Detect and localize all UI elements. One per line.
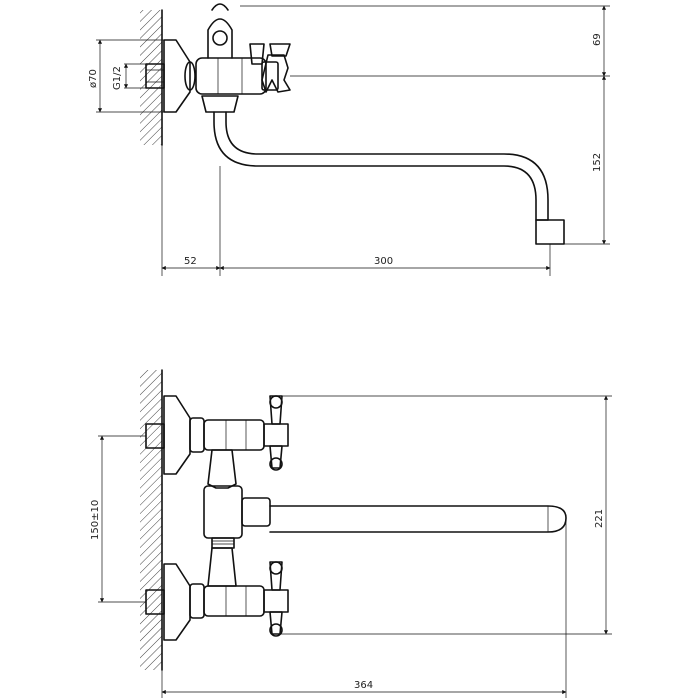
dim-flange-diameter: ø70 <box>88 69 99 88</box>
handle-cross <box>249 43 291 93</box>
front-view: 150±10 221 364 <box>90 369 612 698</box>
wall-hatch <box>140 10 162 145</box>
upper-valve <box>203 419 265 451</box>
wall-hatch-front <box>140 370 162 670</box>
wall-flange <box>163 39 191 113</box>
lower-valve <box>203 585 265 617</box>
central-body <box>207 449 237 489</box>
lower-handle <box>263 561 289 637</box>
dim-center-distance: 150±10 <box>90 500 101 540</box>
dim-wall-offset: 52 <box>184 256 197 267</box>
diverter-front <box>203 485 243 539</box>
diverter <box>201 95 239 113</box>
dim-spout-height: 152 <box>592 153 603 172</box>
spout-front <box>269 505 567 533</box>
dim-top-offset: 69 <box>592 33 603 46</box>
dim-overall-length: 364 <box>354 680 373 691</box>
upper-handle <box>263 395 289 471</box>
spout-aerator <box>535 219 565 245</box>
side-view: ø70 G1/2 69 152 52 300 <box>88 3 610 276</box>
dim-overall-height: 221 <box>594 509 605 528</box>
shower-holder <box>207 18 233 59</box>
spout <box>213 111 549 221</box>
lower-flange <box>163 563 191 641</box>
dim-spout-reach: 300 <box>374 256 393 267</box>
mixer-body <box>195 57 267 95</box>
upper-flange <box>163 395 191 475</box>
dim-thread: G1/2 <box>112 66 123 90</box>
